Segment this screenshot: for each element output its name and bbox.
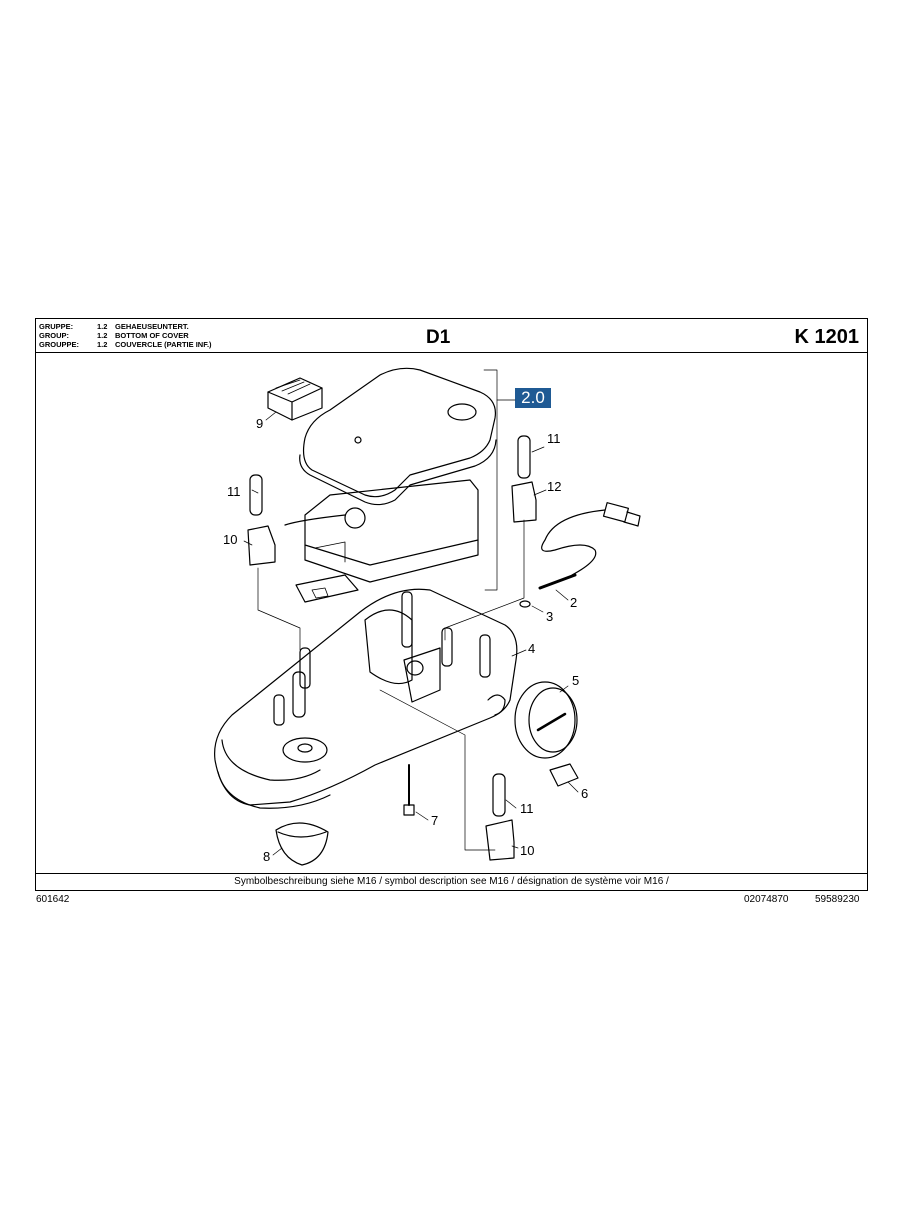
sheet-id: D1 bbox=[426, 327, 451, 348]
assembly-badge[interactable]: 2.0 bbox=[515, 388, 551, 408]
callout-label: 12 bbox=[547, 479, 561, 494]
callout-label: 10 bbox=[223, 532, 237, 547]
leader-lines bbox=[243, 369, 579, 856]
base-part bbox=[214, 588, 518, 809]
callout-label: 8 bbox=[263, 849, 270, 864]
callout-label: 5 bbox=[572, 673, 579, 688]
grommet-part bbox=[519, 600, 531, 608]
inner-housing-part bbox=[284, 479, 479, 603]
callout-label: 11 bbox=[520, 801, 534, 816]
top-cover-part bbox=[299, 367, 497, 506]
callout-label: 7 bbox=[431, 813, 438, 828]
callout-label: 4 bbox=[528, 641, 535, 656]
drawing-number: 601642 bbox=[36, 894, 70, 905]
part-list-number: 02074870 bbox=[744, 894, 789, 905]
callout-label: 3 bbox=[546, 609, 553, 624]
callout-label: 2 bbox=[570, 595, 577, 610]
callout-label: 10 bbox=[520, 843, 534, 858]
callout-label: 6 bbox=[581, 786, 588, 801]
document-number: 59589230 bbox=[815, 894, 860, 905]
callout-label: 9 bbox=[256, 416, 263, 431]
fastener-parts bbox=[247, 435, 579, 866]
wheel-part bbox=[514, 681, 578, 759]
model-number: K 1201 bbox=[794, 326, 860, 348]
callout-labels: 9 11 10 11 12 2 3 4 5 6 7 11 10 8 bbox=[223, 416, 588, 864]
transformer-part bbox=[267, 377, 323, 421]
callout-label: 11 bbox=[227, 484, 241, 499]
footer-note: Symbolbeschreibung siehe M16 / symbol de… bbox=[36, 873, 867, 890]
power-cable-part bbox=[538, 502, 641, 590]
callout-label: 11 bbox=[547, 431, 561, 446]
